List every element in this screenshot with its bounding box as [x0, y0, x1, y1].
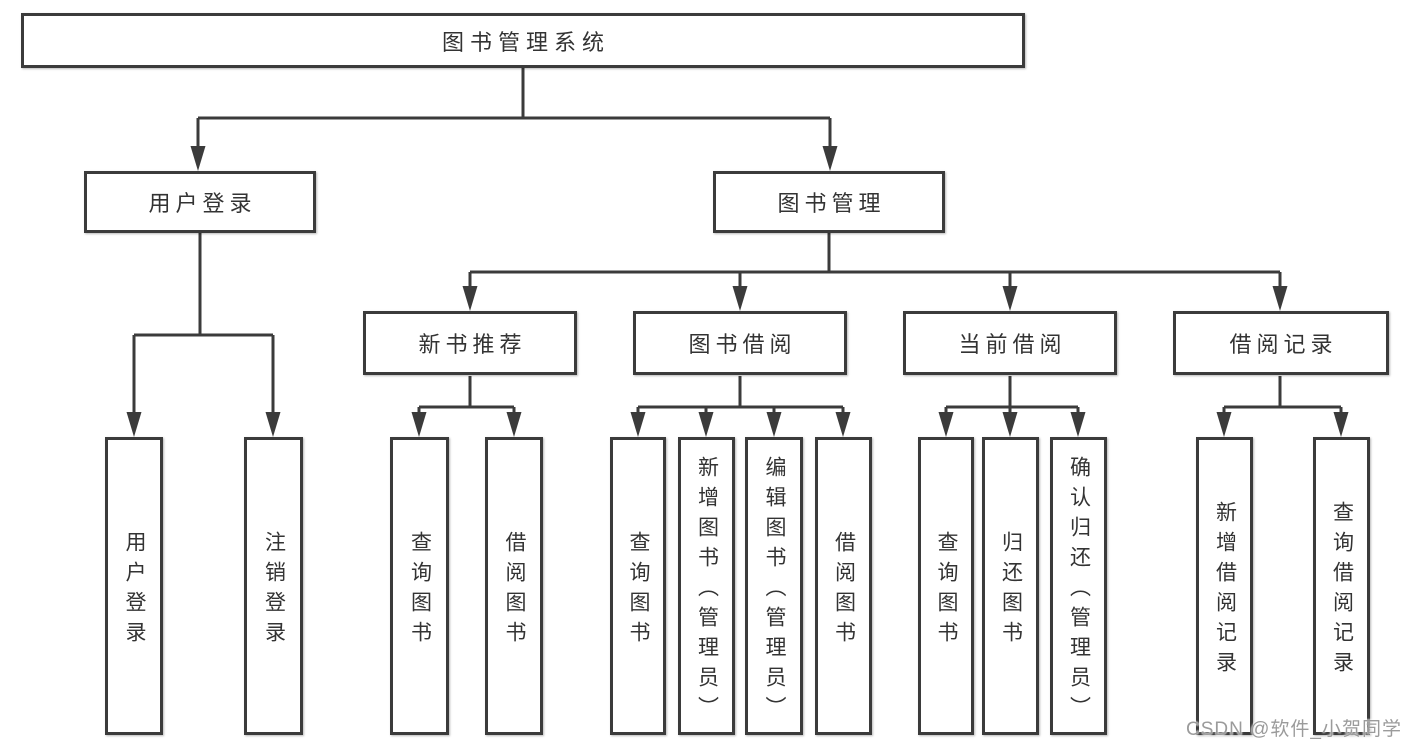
node-new-book-recommend-label: 新书推荐 — [418, 332, 527, 357]
leaf-user-login-label: 用户登录 — [123, 530, 146, 651]
leaf-borrow-books-recommend: 借阅图书 — [485, 437, 543, 735]
leaf-add-borrow-record: 新增借阅记录 — [1196, 437, 1253, 735]
leaf-edit-book-admin: 编辑图书（管理员） — [745, 437, 803, 735]
connector-book-borrowing-to-leaves — [636, 376, 845, 422]
node-book-borrowing: 图书借阅 — [633, 311, 847, 375]
connector-root-to-level2 — [196, 68, 832, 150]
node-borrow-records-label: 借阅记录 — [1229, 332, 1338, 357]
leaf-query-books-recommend: 查询图书 — [390, 437, 449, 735]
node-current-borrowing-label: 当前借阅 — [958, 332, 1067, 357]
leaf-edit-book-admin-label: 编辑图书（管理员） — [763, 455, 786, 726]
node-book-management-label: 图书管理 — [777, 191, 886, 216]
leaf-add-book-admin: 新增图书（管理员） — [678, 437, 735, 735]
node-user-login-label: 用户登录 — [148, 191, 257, 216]
node-current-borrowing: 当前借阅 — [903, 311, 1117, 375]
leaf-borrow-books-borrowing-label: 借阅图书 — [832, 530, 856, 651]
leaf-query-borrow-record: 查询借阅记录 — [1313, 437, 1370, 735]
node-book-borrowing-label: 图书借阅 — [688, 332, 797, 357]
leaf-query-books-recommend-label: 查询图书 — [408, 530, 432, 651]
connector-borrow-records-to-leaves — [1222, 376, 1343, 422]
leaf-user-login: 用户登录 — [105, 437, 163, 735]
leaf-logout-label: 注销登录 — [262, 530, 286, 651]
leaf-logout: 注销登录 — [244, 437, 303, 735]
node-book-management: 图书管理 — [713, 171, 945, 233]
connector-book-management-to-level3 — [468, 233, 1282, 294]
arrowheads — [126, 146, 1349, 437]
leaf-confirm-return-admin: 确认归还（管理员） — [1050, 437, 1107, 735]
leaf-return-books-label: 归还图书 — [999, 530, 1023, 651]
leaf-query-books-borrowing-label: 查询图书 — [627, 530, 650, 651]
watermark: CSDN @软件_小贺同学 — [1186, 719, 1402, 740]
leaf-borrow-books-recommend-label: 借阅图书 — [503, 530, 526, 651]
leaf-add-borrow-record-label: 新增借阅记录 — [1213, 500, 1237, 681]
node-user-login: 用户登录 — [84, 171, 316, 233]
leaf-return-books: 归还图书 — [982, 437, 1039, 735]
leaf-query-books-current: 查询图书 — [918, 437, 974, 735]
leaf-add-book-admin-label: 新增图书（管理员） — [695, 455, 719, 726]
node-library-system: 图书管理系统 — [21, 13, 1025, 68]
leaf-query-books-current-label: 查询图书 — [935, 530, 958, 651]
node-new-book-recommend: 新书推荐 — [363, 311, 577, 375]
leaf-query-borrow-record-label: 查询借阅记录 — [1330, 500, 1354, 681]
connector-user-login-to-leaves — [132, 233, 275, 420]
node-library-system-label: 图书管理系统 — [441, 29, 610, 55]
connector-new-book-recommend-to-leaves — [417, 376, 516, 422]
leaf-confirm-return-admin-label: 确认归还（管理员） — [1067, 455, 1091, 726]
node-borrow-records: 借阅记录 — [1173, 311, 1389, 375]
leaf-query-books-borrowing: 查询图书 — [610, 437, 666, 735]
leaf-borrow-books-borrowing: 借阅图书 — [815, 437, 872, 735]
